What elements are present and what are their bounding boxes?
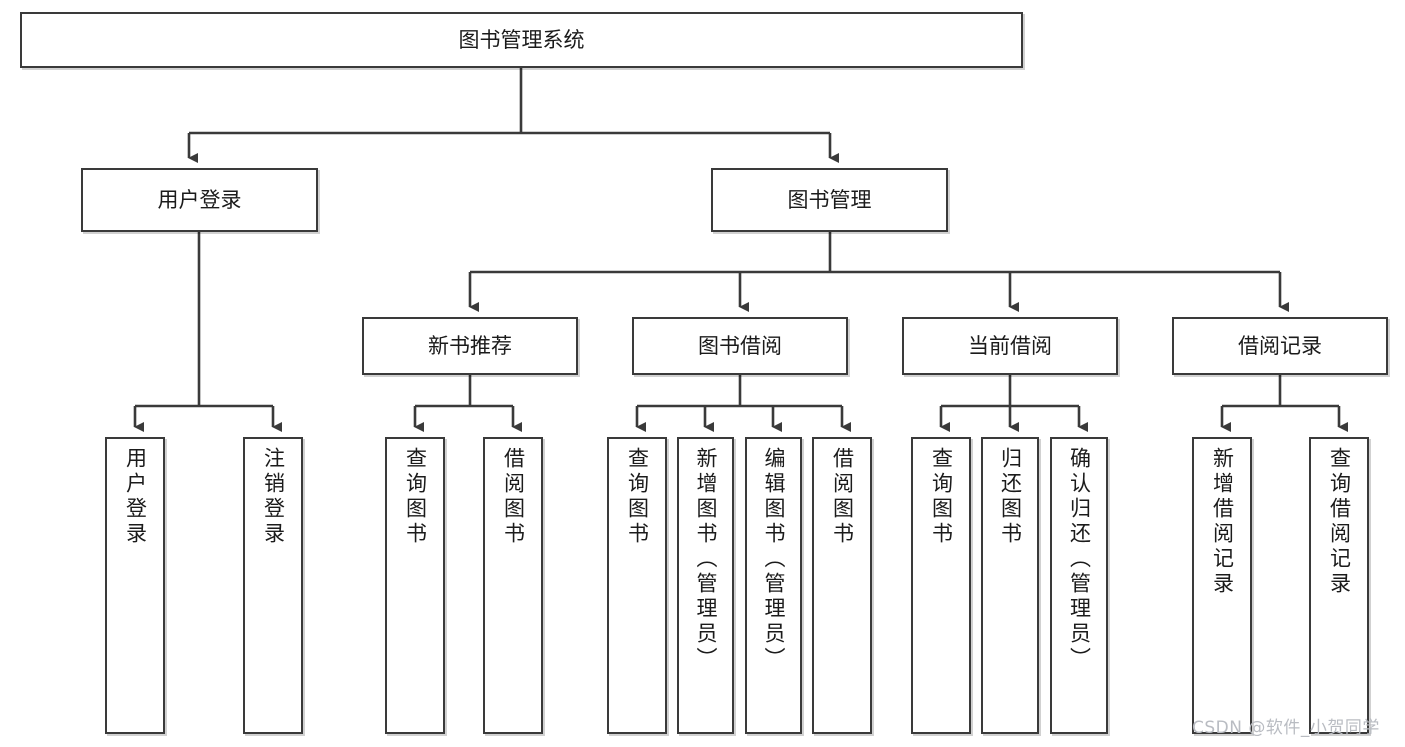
node-leaf-user-login-label: 用户登录	[123, 447, 148, 547]
node-leaf-query-book-2[interactable]: 查询图书	[607, 437, 667, 734]
node-leaf-logout-login[interactable]: 注销登录	[243, 437, 303, 734]
node-leaf-add-book-label: 新增图书（管理员）	[694, 447, 718, 672]
node-leaf-confirm-return-label: 确认归还（管理员）	[1067, 447, 1092, 672]
node-leaf-add-book[interactable]: 新增图书（管理员）	[677, 437, 734, 734]
node-new-book-rec[interactable]: 新书推荐	[362, 317, 578, 375]
node-new-book-rec-label: 新书推荐	[428, 333, 512, 358]
node-leaf-edit-book[interactable]: 编辑图书（管理员）	[745, 437, 802, 734]
node-leaf-query-book-3-label: 查询图书	[929, 447, 954, 547]
node-leaf-query-record[interactable]: 查询借阅记录	[1309, 437, 1369, 734]
node-borrow-record-label: 借阅记录	[1238, 333, 1322, 358]
node-book-manage-label: 图书管理	[787, 187, 872, 212]
node-leaf-return-book[interactable]: 归还图书	[981, 437, 1039, 734]
node-leaf-query-book-1[interactable]: 查询图书	[385, 437, 445, 734]
node-user-login-label: 用户登录	[157, 187, 242, 212]
node-leaf-query-record-label: 查询借阅记录	[1327, 447, 1352, 597]
node-root[interactable]: 图书管理系统	[20, 12, 1023, 68]
node-leaf-edit-book-label: 编辑图书（管理员）	[762, 447, 786, 672]
node-leaf-logout-login-label: 注销登录	[261, 447, 286, 547]
node-current-borrow[interactable]: 当前借阅	[902, 317, 1118, 375]
node-user-login[interactable]: 用户登录	[81, 168, 318, 232]
node-book-manage[interactable]: 图书管理	[711, 168, 948, 232]
node-leaf-borrow-book-2-label: 借阅图书	[830, 447, 855, 547]
node-leaf-query-book-3[interactable]: 查询图书	[911, 437, 971, 734]
node-leaf-query-book-1-label: 查询图书	[403, 447, 428, 547]
node-leaf-user-login[interactable]: 用户登录	[105, 437, 165, 734]
node-leaf-add-record-label: 新增借阅记录	[1210, 447, 1235, 597]
node-leaf-query-book-2-label: 查询图书	[625, 447, 650, 547]
node-root-label: 图书管理系统	[458, 27, 585, 52]
node-leaf-borrow-book-1[interactable]: 借阅图书	[483, 437, 543, 734]
node-leaf-add-record[interactable]: 新增借阅记录	[1192, 437, 1252, 734]
node-leaf-confirm-return[interactable]: 确认归还（管理员）	[1050, 437, 1108, 734]
node-book-borrow-label: 图书借阅	[698, 333, 782, 358]
node-borrow-record[interactable]: 借阅记录	[1172, 317, 1388, 375]
node-leaf-borrow-book-1-label: 借阅图书	[501, 447, 526, 547]
node-current-borrow-label: 当前借阅	[968, 333, 1052, 358]
node-book-borrow[interactable]: 图书借阅	[632, 317, 848, 375]
node-leaf-borrow-book-2[interactable]: 借阅图书	[812, 437, 872, 734]
node-leaf-return-book-label: 归还图书	[998, 447, 1023, 547]
